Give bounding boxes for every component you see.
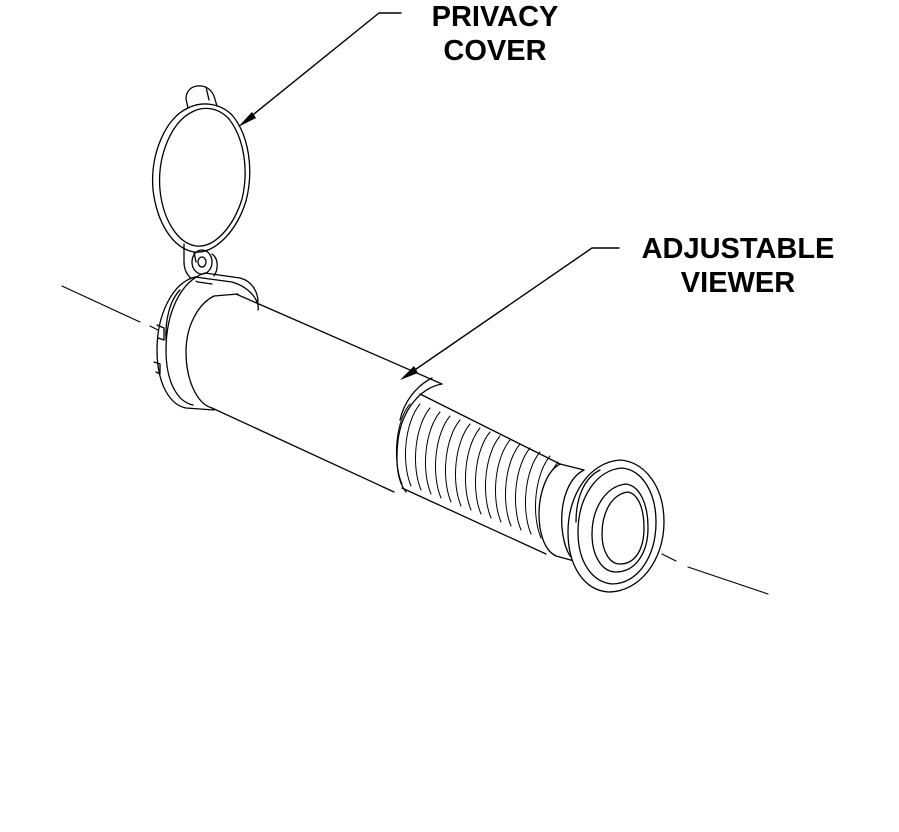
arrowhead-adjustable-viewer xyxy=(400,366,418,380)
adjustable-viewer-label: ADJUSTABLE VIEWER xyxy=(608,232,868,300)
leader-lines xyxy=(243,12,620,377)
adjustable-viewer-label-line1: ADJUSTABLE xyxy=(641,233,835,265)
privacy-cover-label: PRIVACY COVER xyxy=(400,0,590,68)
privacy-cover-label-line1: PRIVACY xyxy=(431,1,559,33)
threaded-section xyxy=(395,393,561,555)
privacy-cover-label-line2: COVER xyxy=(443,35,547,67)
center-axis-line xyxy=(61,285,769,595)
leader-adjustable-viewer xyxy=(405,247,620,377)
adjustable-viewer-label-line2: VIEWER xyxy=(680,267,796,299)
front-flange xyxy=(567,459,665,593)
leader-arrowheads xyxy=(238,112,418,380)
leader-privacy-cover xyxy=(243,12,402,123)
privacy-cover-disc xyxy=(151,85,251,253)
privacy-cover-hinge xyxy=(183,243,218,285)
outer-barrel xyxy=(185,293,443,493)
arrowhead-privacy-cover xyxy=(238,112,256,127)
